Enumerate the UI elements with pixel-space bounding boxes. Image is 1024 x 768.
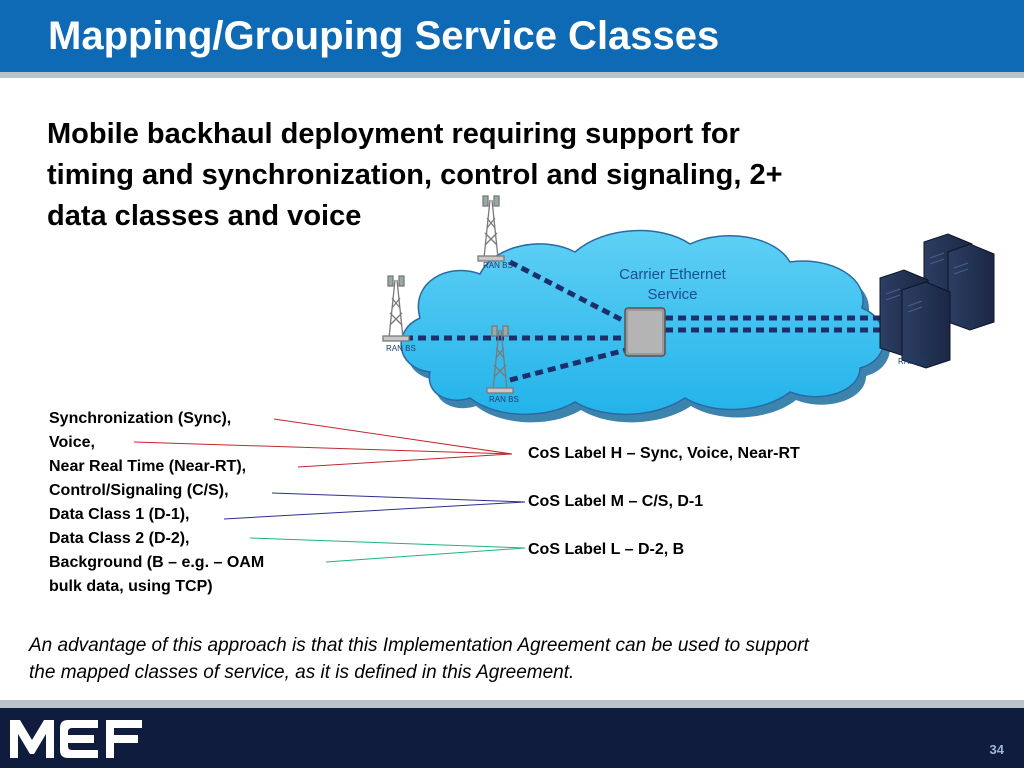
ran-nc-label: RAN NC: [898, 357, 929, 366]
mapping-lines-high: [133, 418, 513, 468]
slide-title: Mapping/Grouping Service Classes: [48, 14, 720, 58]
heading-line: timing and synchronization, control and …: [47, 159, 783, 191]
tower-icon-bottom: [486, 325, 514, 394]
tower-icon-top: [477, 195, 505, 262]
cloud-label-line: Carrier Ethernet: [619, 266, 726, 283]
footnote-line: the mapped classes of service, as it is …: [29, 662, 575, 683]
class-item: Background (B – e.g. – OAM: [49, 554, 265, 571]
cos-label-medium: CoS Label M – C/S, D-1: [528, 493, 704, 510]
cloud-label-line: Service: [647, 286, 698, 303]
class-item: Data Class 2 (D-2),: [49, 530, 190, 547]
footnote: An advantage of this approach is that th…: [29, 632, 999, 686]
class-item: Data Class 1 (D-1),: [49, 506, 190, 523]
page-number: 34: [989, 742, 1004, 757]
cos-label-low: CoS Label L – D-2, B: [528, 541, 685, 558]
class-item: bulk data, using TCP): [49, 578, 213, 595]
class-item: Synchronization (Sync),: [49, 410, 232, 427]
ran-bs-left-label: RAN BS: [386, 344, 416, 353]
link-bottom-bs: [509, 347, 627, 383]
cloud-label: Carrier Ethernet Service: [600, 265, 745, 305]
ran-bs-bottom-label: RAN BS: [489, 395, 519, 404]
footnote-line: An advantage of this approach is that th…: [29, 635, 809, 656]
connection-lines: [405, 259, 880, 383]
heading-line: data classes and voice: [47, 200, 362, 232]
server-icon: [879, 233, 995, 369]
mef-logo: [10, 720, 142, 758]
class-item: Voice,: [49, 434, 95, 451]
footer-strip: [0, 700, 1024, 708]
mapping-lines-medium: [223, 492, 526, 520]
class-item: Control/Signaling (C/S),: [49, 482, 229, 499]
ran-bs-top-label: RAN BS: [483, 261, 513, 270]
tower-icon-left: [382, 275, 410, 342]
service-class-list: Synchronization (Sync), Voice, Near Real…: [49, 407, 264, 599]
link-top-bs: [508, 259, 628, 325]
title-bar: Mapping/Grouping Service Classes: [0, 0, 1024, 78]
slide-heading: Mobile backhaul deployment requiring sup…: [47, 114, 947, 237]
class-item: Near Real Time (Near-RT),: [49, 458, 247, 475]
footer-bar: [0, 708, 1024, 768]
mapping-lines-low: [249, 537, 526, 563]
heading-line: Mobile backhaul deployment requiring sup…: [47, 118, 740, 150]
cos-label-high: CoS Label H – Sync, Voice, Near-RT: [528, 445, 800, 462]
